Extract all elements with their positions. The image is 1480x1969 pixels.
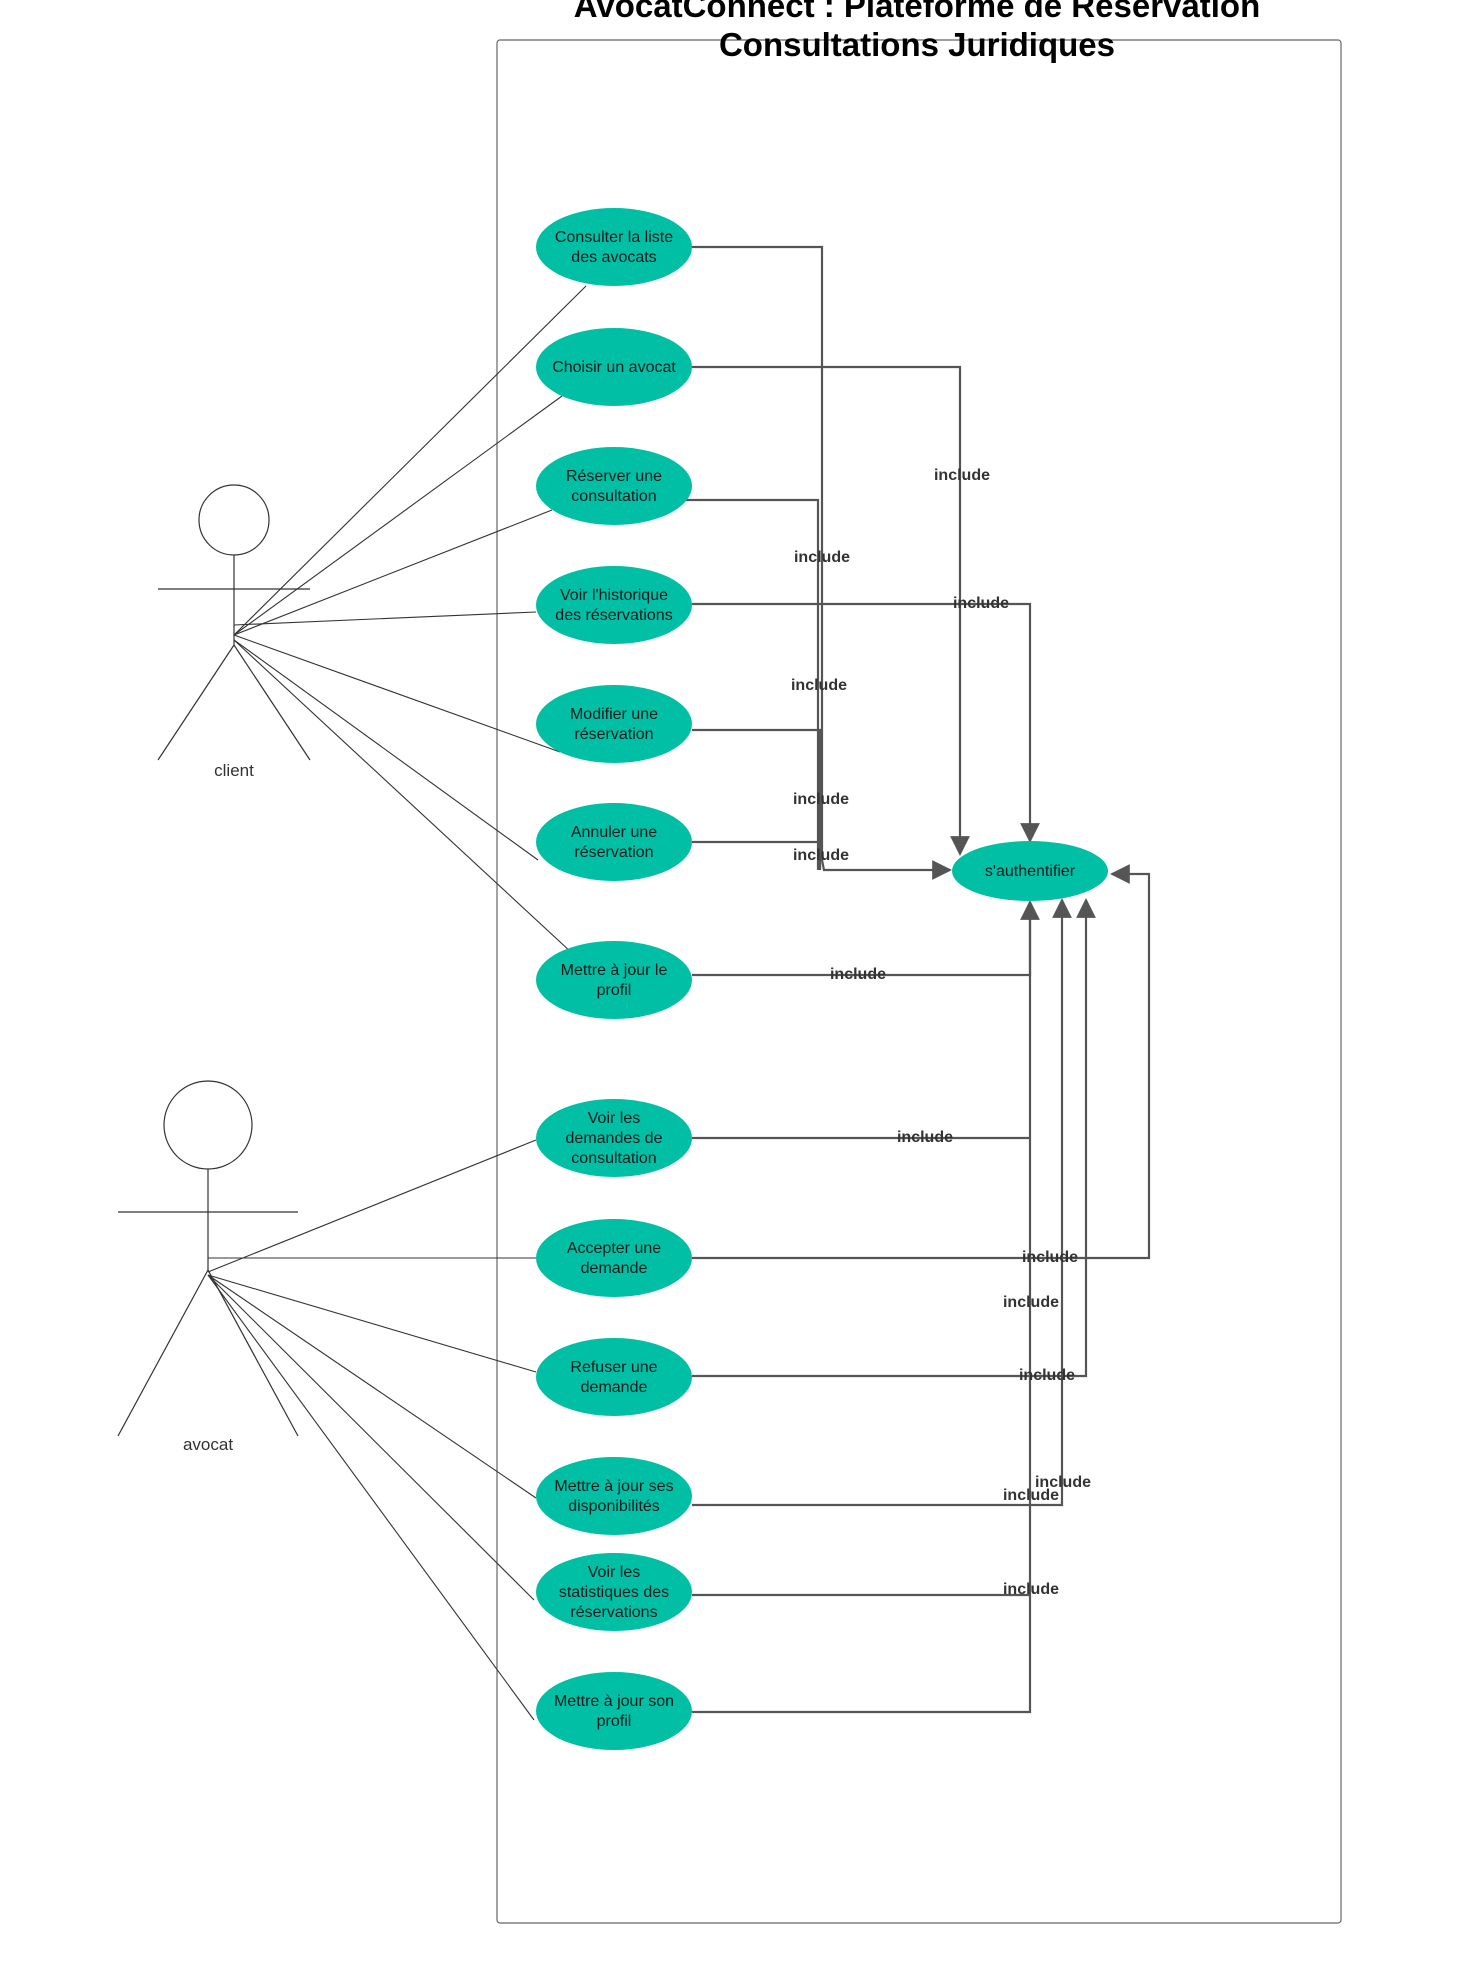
use-case-label: Refuser une	[570, 1359, 657, 1376]
use-case-label: Choisir un avocat	[552, 359, 676, 376]
use-case-ellipse	[536, 328, 692, 406]
use-case-label: statistiques des	[559, 1584, 669, 1601]
use-case-ellipse	[536, 447, 692, 525]
use-case-label: Accepter une	[567, 1240, 661, 1257]
include-labels: include include include include include …	[791, 467, 1091, 1598]
use-case-consulter-liste: Consulter la liste des avocats	[536, 208, 692, 286]
use-case-ellipse	[536, 941, 692, 1019]
use-case-voir-demandes: Voir les demandes de consultation	[536, 1099, 692, 1177]
actor-client	[157, 484, 311, 761]
use-case-accepter: Accepter une demande	[536, 1219, 692, 1297]
use-case-label: réservation	[574, 726, 653, 743]
use-case-choisir-avocat: Choisir un avocat	[536, 328, 692, 406]
use-case-label: Mettre à jour son	[554, 1693, 674, 1710]
use-case-ellipse	[536, 1099, 692, 1177]
include-label-accepter: include	[1022, 1249, 1078, 1266]
use-case-label: Voir l'historique	[560, 587, 668, 604]
use-case-maj-profil-avocat: Mettre à jour son profil	[536, 1672, 692, 1750]
include-label-voir-demandes: include	[897, 1129, 953, 1146]
use-case-label: s'authentifier	[985, 863, 1076, 880]
client-associations	[233, 285, 587, 954]
use-case-ellipse	[952, 841, 1108, 901]
use-case-label: Mettre à jour ses	[554, 1478, 673, 1495]
include-label-accepter-2: include	[1003, 1294, 1059, 1311]
use-case-historique: Voir l'historique des réservations	[536, 566, 692, 644]
use-case-label: demandes de	[566, 1130, 663, 1147]
include-label-reserver: include	[791, 677, 847, 694]
use-case-refuser: Refuser une demande	[536, 1338, 692, 1416]
use-case-ellipse	[536, 566, 692, 644]
include-label-dispo: include	[1035, 1474, 1091, 1491]
use-case-ellipse	[536, 1457, 692, 1535]
use-case-label: profil	[597, 1713, 632, 1730]
use-case-label: réservation	[574, 844, 653, 861]
include-label-consulter: include	[794, 549, 850, 566]
use-case-label: profil	[597, 982, 632, 999]
include-label-statistiques: include	[1003, 1581, 1059, 1598]
use-case-label: Annuler une	[571, 824, 657, 841]
system-boundary	[496, 39, 1342, 1924]
use-case-reserver: Réserver une consultation	[536, 447, 692, 525]
use-case-label: Modifier une	[570, 706, 658, 723]
actor-avocat	[117, 1080, 299, 1437]
use-case-annuler: Annuler une réservation	[536, 803, 692, 881]
use-case-ellipse	[536, 1672, 692, 1750]
include-label-maj-profil-client: include	[830, 966, 886, 983]
diagram-title-line-1: AvocatConnect : Plateforme de Réservatio…	[574, 0, 1260, 24]
diagram-title-line-2: Consultations Juridiques	[719, 26, 1115, 63]
use-case-label: demande	[581, 1379, 648, 1396]
use-case-label: consultation	[571, 1150, 656, 1167]
use-case-label: des avocats	[571, 249, 656, 266]
include-connectors	[686, 245, 1151, 1714]
include-label-historique: include	[953, 595, 1009, 612]
include-label-annuler: include	[793, 847, 849, 864]
use-case-label: Réserver une	[566, 468, 662, 485]
use-case-label: disponibilités	[568, 1498, 660, 1515]
use-case-maj-dispo: Mettre à jour ses disponibilités	[536, 1457, 692, 1535]
use-case-ellipse	[536, 208, 692, 286]
use-case-statistiques: Voir les statistiques des réservations	[536, 1553, 692, 1631]
avocat-associations	[207, 1139, 537, 1721]
use-case-maj-profil-client: Mettre à jour le profil	[536, 941, 692, 1019]
use-case-label: Voir les	[588, 1564, 640, 1581]
use-case-label: consultation	[571, 488, 656, 505]
use-case-label: des réservations	[555, 607, 672, 624]
use-case-ellipse	[536, 803, 692, 881]
use-case-ellipse	[536, 1219, 692, 1297]
use-case-ellipse	[536, 1338, 692, 1416]
include-label-dispo-2: include	[1003, 1487, 1059, 1504]
include-label-refuser: include	[1019, 1367, 1075, 1384]
use-case-modifier: Modifier une réservation	[536, 685, 692, 763]
actor-client-label: client	[214, 761, 254, 780]
use-case-ellipse	[536, 1553, 692, 1631]
use-case-ellipse	[536, 685, 692, 763]
use-case-label: Mettre à jour le	[561, 962, 668, 979]
actor-avocat-label: avocat	[183, 1435, 233, 1454]
include-label-choisir: include	[934, 467, 990, 484]
include-label-modifier: include	[793, 791, 849, 808]
use-case-label: Voir les	[588, 1110, 640, 1127]
use-case-authentifier: s'authentifier	[952, 841, 1108, 901]
use-case-label: Consulter la liste	[555, 229, 673, 246]
use-case-label: réservations	[570, 1604, 657, 1621]
use-case-label: demande	[581, 1260, 648, 1277]
